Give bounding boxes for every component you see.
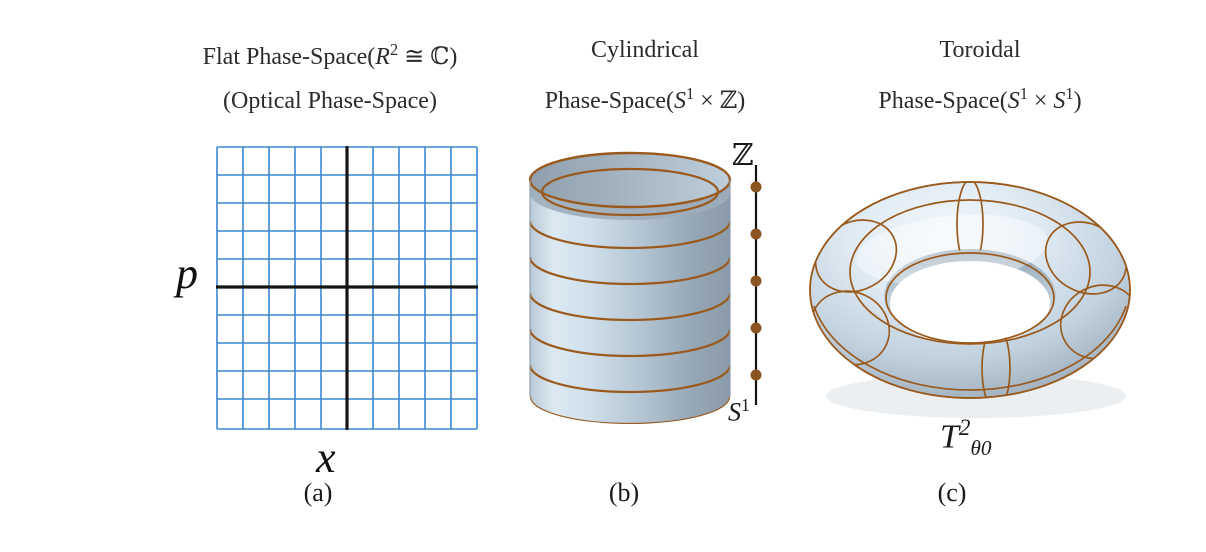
symbol-R-exponent: 2 [389, 40, 399, 59]
symbol-integers: ℤ [719, 86, 738, 114]
cylinder-graphic [528, 151, 762, 424]
torus-hole-rim [885, 252, 1055, 344]
symbol-S-second-exponent: 1 [1065, 84, 1074, 103]
caption-b: (b) [608, 478, 640, 507]
symbol-times: × [1027, 88, 1054, 114]
panel-b-header-line1: Cylindrical [591, 37, 699, 63]
panel-a-header-line2: (Optical Phase-Space) [223, 88, 437, 114]
panel-a-header-line1: Flat Phase-Space(R2 ≅ ℂ) [202, 40, 458, 70]
cylinder-ring [530, 220, 730, 250]
lattice-dot [750, 181, 762, 193]
symbol-R: R [375, 44, 390, 70]
panel-c-header-line1: Toroidal [939, 37, 1021, 63]
cylinder-ring [530, 256, 730, 286]
torus-graphic [809, 181, 1131, 418]
torus-parallel [849, 199, 1091, 345]
symbol-S-first: S [1007, 88, 1020, 114]
panel-c-header: Toroidal Phase-Space(S1 × S1) [790, 28, 1170, 123]
symbol-congruent: ≅ [398, 44, 431, 70]
symbol-S: S [674, 88, 687, 114]
cylinder-ring [530, 364, 730, 394]
lattice-dot [750, 369, 762, 381]
panel-a-header: Flat Phase-Space(R2 ≅ ℂ) (Optical Phase-… [140, 28, 520, 123]
cartesian-grid [216, 146, 478, 430]
panel-b-header: Cylindrical Phase-Space(S1 × ℤ) [500, 28, 790, 123]
torus-parallel-lower [813, 305, 1127, 391]
panel-c-header-line2: Phase-Space(S1 × S1) [878, 84, 1082, 114]
torus-outline [809, 181, 1131, 399]
label-circle-S1: S1 [728, 395, 750, 427]
cylinder-body [530, 180, 730, 424]
axis-label-x: x [316, 433, 336, 482]
panel-a-flat-phase-space: p x [0, 0, 500, 552]
symbol-times: × [694, 88, 720, 114]
torus-highlight [856, 214, 1048, 286]
label-torus-T2: T2θ0 [940, 415, 992, 461]
torus-hole [890, 261, 1050, 345]
axis-label-p: p [176, 249, 198, 298]
cylinder-inner-surface [530, 153, 730, 207]
panel-b-header-line2: Phase-Space(S1 × ℤ) [544, 84, 746, 114]
integer-lattice-axis [750, 165, 762, 405]
symbol-complex: ℂ [430, 42, 450, 70]
panel-b-cylindrical-phase-space: ℤ S1 [500, 0, 810, 552]
cylinder-rings [530, 220, 730, 424]
cylinder-ring-bottom [530, 396, 730, 424]
symbol-S-first-exponent: 1 [1019, 84, 1028, 103]
caption-c: (c) [937, 478, 967, 507]
label-integers-Z: ℤ [732, 138, 754, 173]
cylinder-ring [530, 328, 730, 358]
symbol-S-second: S [1053, 88, 1066, 114]
cylinder-ring [530, 292, 730, 322]
principal-axes [216, 146, 478, 430]
caption-a: (a) [303, 478, 333, 507]
cylinder-silhouette [529, 180, 731, 397]
cylinder-inner-rim [540, 167, 720, 217]
panel-c-toroidal-phase-space: T2θ0 [790, 0, 1206, 552]
lattice-dot [750, 228, 762, 240]
lattice-dot [750, 275, 762, 287]
lattice-dot [750, 322, 762, 334]
symbol-S-exponent: 1 [686, 84, 695, 103]
